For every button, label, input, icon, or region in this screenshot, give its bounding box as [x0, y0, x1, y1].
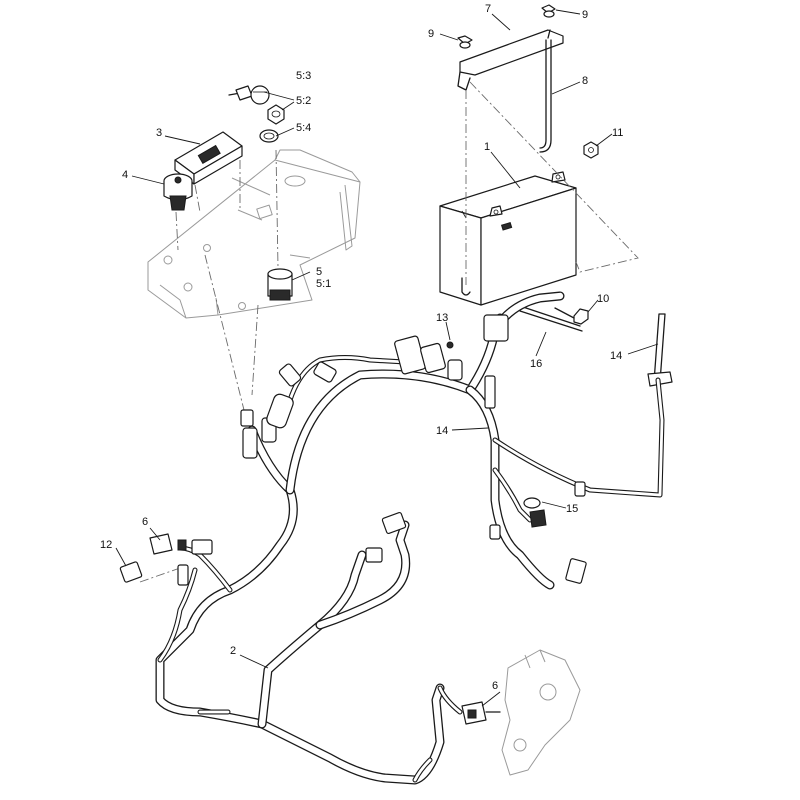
sensor-switch	[119, 561, 189, 586]
callout-leaders	[115, 9, 659, 707]
main-wiring-harness	[155, 291, 565, 785]
callout-7: 7	[485, 3, 491, 15]
ground-terminal	[523, 497, 547, 528]
callout-8: 8	[582, 75, 588, 87]
battery-centerline	[469, 81, 639, 273]
ignition-key	[228, 85, 270, 105]
hex-nut	[583, 141, 599, 159]
callout-6-lower: 6	[492, 680, 498, 692]
control-panel-bracket	[147, 149, 361, 319]
callout-5-4: 5:4	[296, 122, 311, 134]
callout-5-1: 5:1	[316, 278, 331, 290]
switch-washer	[259, 129, 279, 143]
cable-tie	[519, 305, 583, 332]
callout-5-3: 5:3	[296, 70, 311, 82]
hidden-line-2	[251, 304, 259, 396]
key-switch	[267, 149, 293, 301]
callout-12: 12	[100, 539, 112, 551]
brake-pedal-bracket	[501, 649, 581, 776]
callout-5-2: 5:2	[296, 95, 311, 107]
callout-5: 5	[316, 266, 322, 278]
battery-rod-right	[539, 39, 552, 153]
branch-wires	[157, 355, 665, 783]
callout-16: 16	[530, 358, 542, 370]
harness-connectors	[240, 314, 587, 584]
callout-2: 2	[230, 645, 236, 657]
callout-3: 3	[156, 127, 162, 139]
battery-bolt	[554, 307, 589, 325]
callout-13: 13	[436, 312, 448, 324]
callout-14-right: 14	[610, 350, 622, 362]
callout-4: 4	[122, 169, 128, 181]
callout-9-left: 9	[428, 28, 434, 40]
callout-6-upper: 6	[142, 516, 148, 528]
callout-10: 10	[597, 293, 609, 305]
brake-switch	[461, 701, 501, 725]
callout-15: 15	[566, 503, 578, 515]
callout-1: 1	[484, 141, 490, 153]
battery	[439, 171, 577, 306]
wing-nut-left	[457, 35, 473, 49]
pto-switch	[163, 173, 193, 251]
callout-14-center: 14	[436, 425, 448, 437]
switch-nut	[267, 104, 285, 125]
hidden-line-1	[204, 254, 245, 411]
seat-switch-connector	[149, 533, 213, 555]
battery-rod-left-hidden	[461, 90, 471, 296]
callout-11: 11	[612, 127, 623, 139]
callout-9-right: 9	[582, 9, 588, 21]
callout-labels: 1 2 3 4 5 5:1 5:2 5:3 5:4 6 6 7 8 9 9 10…	[100, 3, 623, 692]
battery-hold-down-bracket	[457, 29, 564, 91]
wing-nut-right	[541, 4, 556, 18]
cable-tie-mount	[647, 313, 673, 387]
